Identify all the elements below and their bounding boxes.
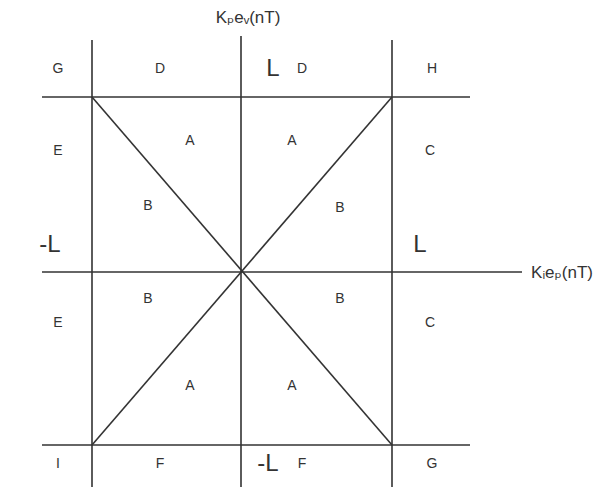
- region-letter: I: [56, 456, 60, 470]
- region-letter: B: [143, 198, 152, 212]
- diagonal-line: [92, 97, 392, 445]
- region-letter: E: [53, 315, 62, 329]
- region-letter: A: [287, 378, 296, 392]
- region-letter: D: [155, 61, 165, 75]
- region-letter: B: [335, 291, 344, 305]
- region-letter: A: [287, 133, 296, 147]
- grid-line: [42, 96, 470, 98]
- axis-label: Kᵢeₚ(nT): [529, 263, 595, 282]
- limit-label: -L: [257, 451, 278, 475]
- grid-line: [91, 40, 93, 487]
- region-letter: E: [53, 143, 62, 157]
- grid-line: [391, 40, 393, 487]
- region-letter: B: [143, 291, 152, 305]
- horizontal-axis: [42, 271, 522, 273]
- limit-label: -L: [39, 232, 60, 256]
- region-letter: B: [335, 200, 344, 214]
- region-letter: D: [297, 61, 307, 75]
- vertical-axis: [240, 36, 242, 487]
- region-letter: G: [53, 61, 64, 75]
- axis-label: Kₚeᵥ(nT): [214, 8, 283, 27]
- region-letter: C: [425, 143, 435, 157]
- region-letter: A: [185, 133, 194, 147]
- limit-label: L: [413, 232, 426, 256]
- region-letter: H: [427, 61, 437, 75]
- region-letter: F: [156, 456, 165, 470]
- region-letter: C: [425, 315, 435, 329]
- region-letter: F: [298, 456, 307, 470]
- diagonal-line: [92, 97, 392, 445]
- grid-line: [42, 444, 470, 446]
- region-letter: A: [185, 378, 194, 392]
- region-letter: G: [427, 456, 438, 470]
- limit-label: L: [266, 56, 279, 80]
